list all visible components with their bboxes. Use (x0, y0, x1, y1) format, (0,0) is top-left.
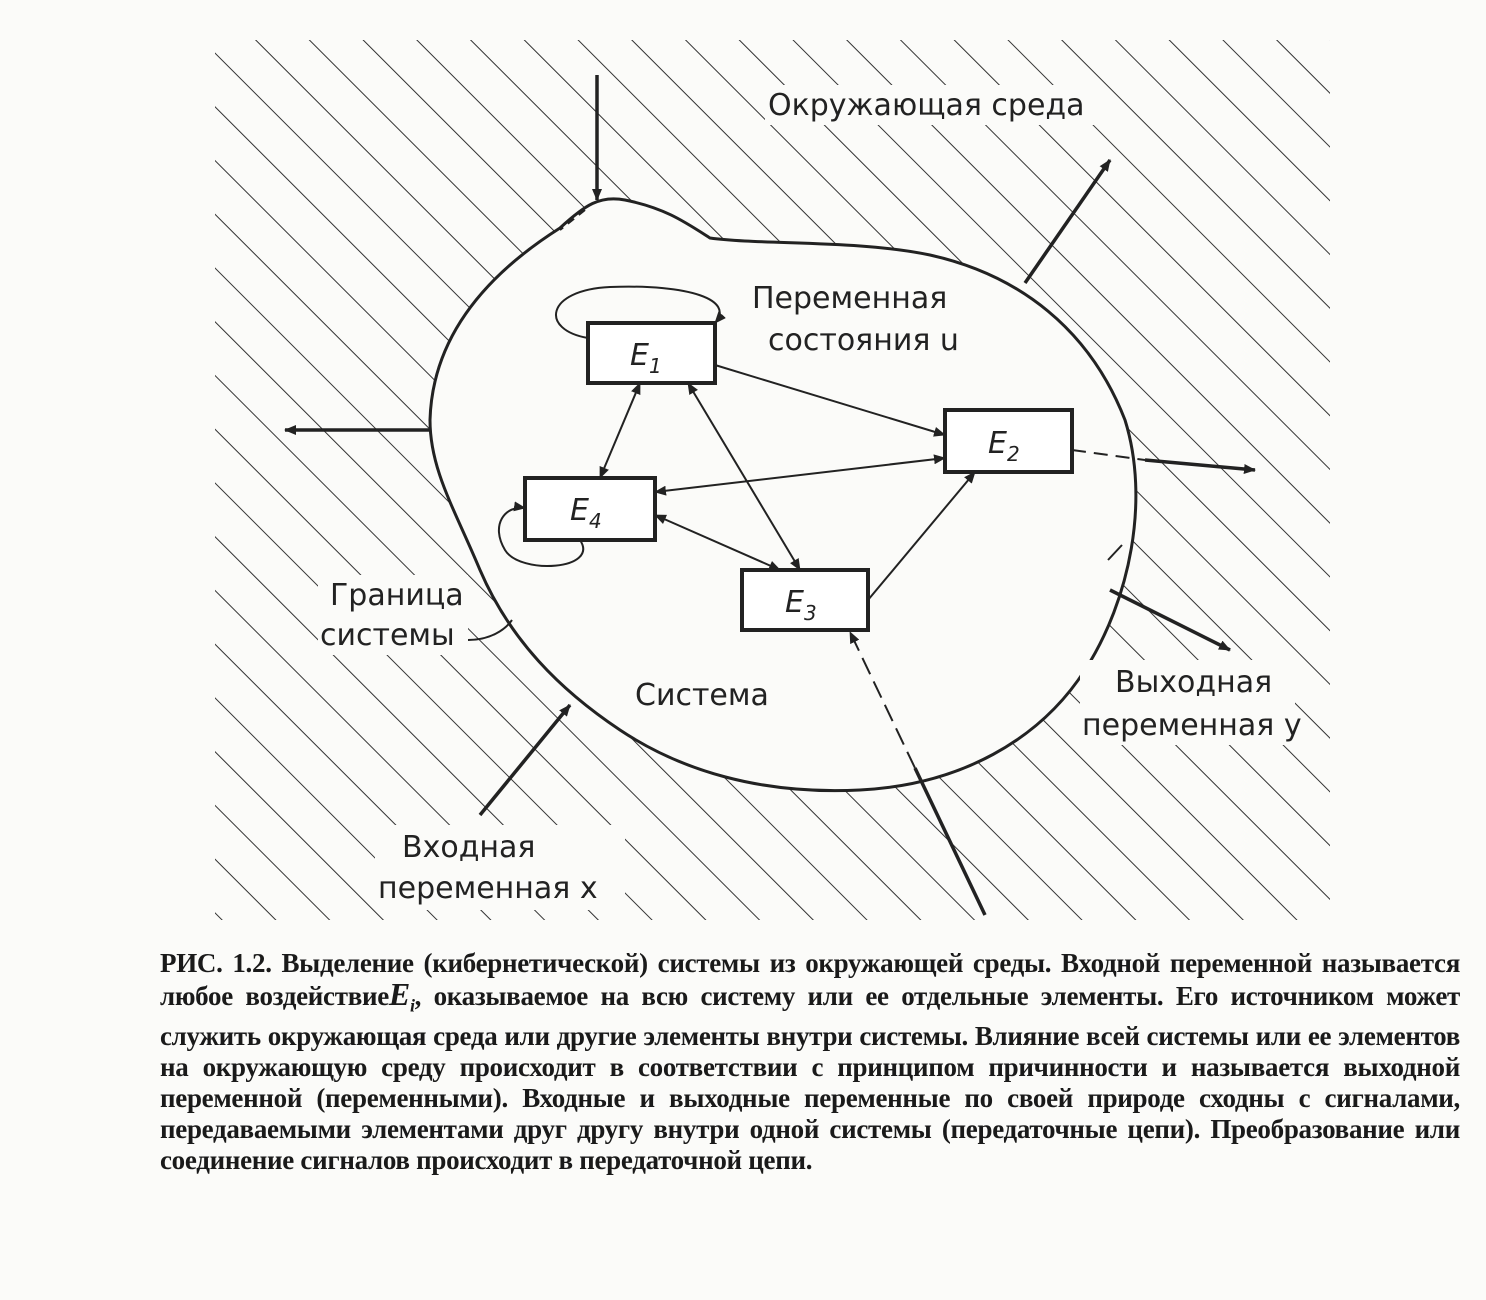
state-variable-label-1: Переменная (752, 281, 947, 316)
boundary-label-2: системы (320, 618, 455, 653)
boundary-label-1: Граница (330, 578, 464, 613)
caption-symbol-sub: i (409, 995, 415, 1016)
input-label-1: Входная (402, 830, 535, 865)
output-label-2: переменная y (1082, 708, 1302, 743)
input-arrow-x (478, 703, 572, 817)
e1-self-loop (555, 285, 726, 339)
system-label: Система (635, 678, 769, 713)
internal-links (498, 285, 976, 601)
svg-text:E1: E1 (630, 338, 662, 378)
state-variable-label-2: состояния u (768, 323, 959, 358)
figure-number: РИС. 1.2. (160, 948, 272, 978)
input-arrow-e3 (913, 767, 987, 916)
caption-text-2: , оказываемое на всю систему или ее отде… (160, 981, 1460, 1176)
caption-text-1: Выделение (кибернетической) системы из о… (160, 948, 1460, 1011)
element-e1: E1 (586, 321, 717, 385)
svg-text:E2: E2 (988, 426, 1020, 466)
environment-label: Окружающая среда (768, 88, 1085, 123)
output-arrow-y (1109, 588, 1231, 652)
element-e4: E4 (523, 476, 657, 542)
figure-caption: РИС. 1.2. Выделение (кибернетической) си… (160, 948, 1460, 1176)
svg-text:E3: E3 (785, 585, 817, 625)
output-arrow-e2 (1144, 458, 1256, 474)
external-arrows (284, 75, 1256, 916)
system-diagram: E1 E2 E3 E4 Окружающая ср (215, 40, 1330, 920)
element-e2: E2 (943, 408, 1074, 474)
output-label-1: Выходная (1115, 665, 1272, 700)
caption-symbol: E (388, 976, 410, 1012)
output-arrow-top-right (1023, 159, 1112, 284)
svg-text:E4: E4 (570, 493, 602, 533)
e4-self-loop (498, 501, 584, 567)
element-e3: E3 (740, 568, 870, 632)
boundary-leader-line (467, 619, 513, 641)
input-label-2: переменная x (378, 871, 598, 906)
